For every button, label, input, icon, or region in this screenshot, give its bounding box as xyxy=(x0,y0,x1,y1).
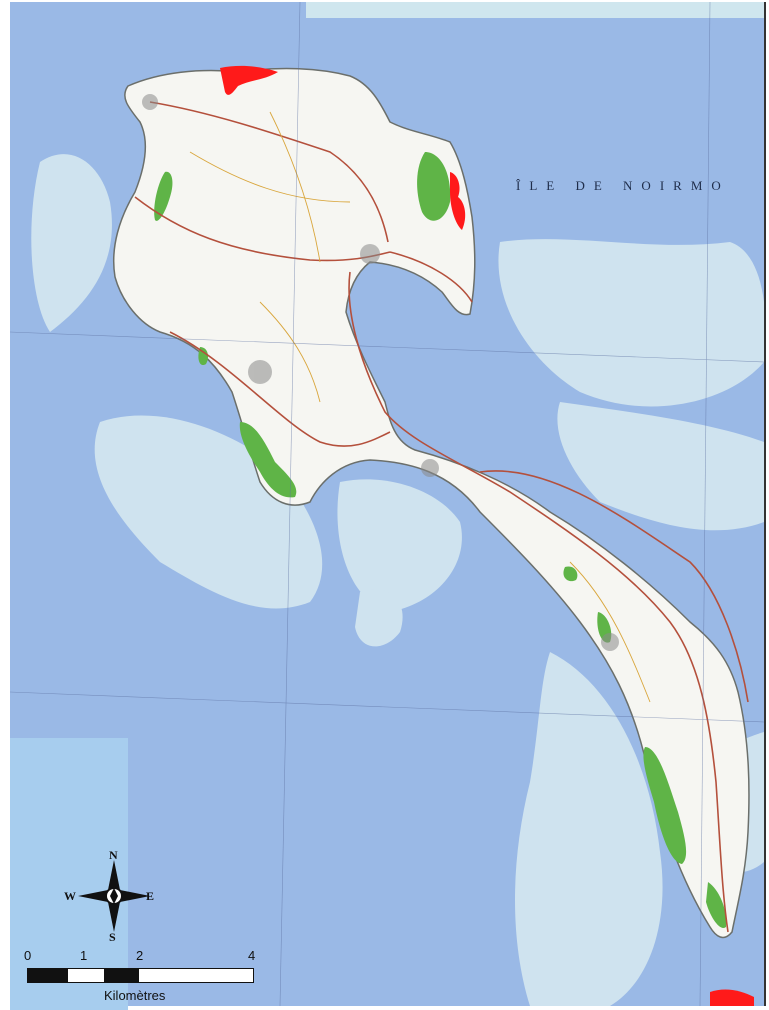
legend-panel xyxy=(10,738,128,1010)
compass-south: S xyxy=(109,930,116,944)
graticule xyxy=(10,2,764,1006)
scale-bar xyxy=(27,968,254,983)
minor-roads xyxy=(189,111,651,703)
scale-tick-0: 0 xyxy=(24,948,32,963)
island-landmass[interactable] xyxy=(112,67,750,939)
road-network xyxy=(134,101,749,933)
highlighted-zones[interactable] xyxy=(220,65,754,1006)
built-up-areas xyxy=(142,94,619,651)
forest-areas xyxy=(154,152,727,928)
compass-west: W xyxy=(64,889,76,903)
compass-east: E xyxy=(146,889,155,903)
compass-rose xyxy=(78,860,150,932)
scale-tick-1: 1 xyxy=(80,948,88,963)
island-name-label: ÎLE DE NOIRMO xyxy=(516,178,730,193)
map-top-strip xyxy=(306,2,764,18)
map-canvas[interactable] xyxy=(10,2,764,1006)
map-frame[interactable]: ÎLE DE NOIRMO xyxy=(10,2,766,1006)
scale-tick-4: 4 xyxy=(248,948,256,963)
scale-tick-2: 2 xyxy=(136,948,144,963)
scale-units-label: Kilomètres xyxy=(104,988,166,1003)
compass-north: N xyxy=(109,848,118,862)
